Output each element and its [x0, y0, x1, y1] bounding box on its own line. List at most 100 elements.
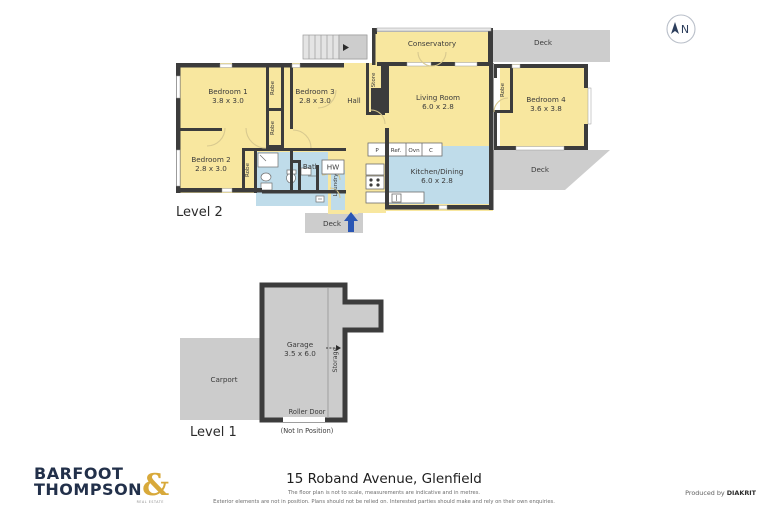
- door-bed1: [206, 127, 226, 147]
- wall-bed4-left-2: [494, 112, 497, 148]
- wall-living-right-1: [489, 63, 494, 151]
- wall-bed4-bottom-2: [564, 146, 588, 150]
- window-bed3-top: [291, 63, 301, 68]
- label-roller-door: Roller Door: [289, 408, 326, 416]
- deck-areas: [305, 30, 610, 233]
- level-1-note: (Not In Position): [281, 427, 334, 435]
- entry-arrow-shape: [344, 212, 358, 232]
- window-conservatory-2: [454, 62, 478, 67]
- wall-robe-1-left: [266, 67, 269, 111]
- label-storage: Storage: [331, 347, 339, 372]
- level-2-caption: Level 2: [176, 205, 223, 220]
- window-bed1-left: [176, 75, 181, 99]
- window-bed4-bottom: [515, 146, 565, 151]
- room-label-hall: Hall: [347, 97, 360, 105]
- carport-area: [180, 338, 268, 420]
- wall-store-left: [366, 63, 369, 115]
- wall-bath-bottom: [262, 190, 326, 194]
- wall-laundry-bottom: [326, 190, 346, 194]
- room-label-conservatory: Conservatory: [408, 39, 457, 48]
- bathroom-fixtures: [257, 152, 325, 203]
- cooktop-burner-1: [369, 178, 373, 182]
- wall-bottom-left-2: [232, 188, 262, 193]
- wall-bath-top: [242, 148, 346, 151]
- wall-robe-2-left: [266, 108, 269, 148]
- cooktop-unit: [365, 175, 385, 190]
- wall-hall-left: [290, 67, 293, 129]
- wall-bed1-bed2: [180, 128, 222, 131]
- window-bed4-top: [511, 64, 521, 69]
- room-label-bedroom-2: Bedroom 2: [191, 155, 230, 164]
- wall-bath-mid-top: [290, 160, 301, 163]
- room-dims-garage: 3.5 x 6.0: [284, 349, 316, 358]
- wall-top-1: [176, 63, 220, 68]
- door-bed3: [245, 127, 267, 149]
- door-hall-2: [292, 129, 312, 149]
- shower-tray: [257, 152, 279, 168]
- label-deck-entry: Deck: [323, 219, 342, 228]
- wall-robe-1-right: [281, 67, 284, 111]
- window-bed4-right: [587, 87, 592, 125]
- wall-robe4-right: [510, 68, 513, 112]
- kitchen-bench-left: [365, 163, 385, 176]
- kitchen-unit-cupboard: C: [429, 148, 433, 154]
- wall-bed4-right-1: [584, 64, 588, 88]
- compass-needle-icon: [671, 22, 679, 34]
- room-label-bath: Bath: [303, 163, 319, 171]
- hot-water-label: HW: [327, 163, 340, 172]
- label-robe-bed1-upper: Robe: [270, 80, 276, 95]
- wall-bed2-right: [242, 148, 245, 192]
- window-openings: [176, 27, 592, 210]
- cooktop-burner-2: [376, 178, 380, 182]
- wall-cons-bottom-1: [377, 62, 407, 66]
- room-dims-bedroom-4: 3.6 x 3.8: [530, 104, 562, 113]
- entry-arrow: [344, 212, 358, 232]
- room-label-garage: Garage: [287, 340, 314, 349]
- brand-tagline: REAL ESTATE: [136, 500, 164, 504]
- kitchen-unit-fridge: Ref.: [391, 148, 402, 154]
- door-bed4: [493, 97, 509, 113]
- door-living: [370, 109, 386, 125]
- room-label-carport: Carport: [210, 375, 237, 384]
- brand-line-2: THOMPSON: [34, 480, 143, 499]
- level-2-plan: Bedroom 1 3.8 x 3.0 Bedroom 3 2.8 x 3.0 …: [176, 27, 610, 233]
- brand-ampersand: &: [142, 468, 170, 503]
- level-2-labels: Bedroom 1 3.8 x 3.0 Bedroom 3 2.8 x 3.0 …: [191, 39, 566, 185]
- staircase: [302, 34, 368, 60]
- wall-bed4-right-2: [584, 124, 588, 150]
- wall-left-pier: [176, 100, 181, 114]
- door-laundry-2: [329, 187, 341, 199]
- wall-robe-2-bottom: [266, 145, 284, 148]
- room-label-bedroom-1: Bedroom 1: [208, 87, 247, 96]
- room-dims-bedroom-1: 3.8 x 3.0: [212, 96, 244, 105]
- room-label-bedroom-4: Bedroom 4: [526, 95, 566, 104]
- label-robe-bed4: Robe: [500, 82, 506, 97]
- room-label-bedroom-3: Bedroom 3: [295, 87, 334, 96]
- wall-cons-bottom-2: [431, 62, 455, 66]
- room-label-kitchen-dining: Kitchen/Dining: [411, 167, 464, 176]
- fill-conservatory: [375, 32, 493, 66]
- deck-north: [493, 30, 610, 62]
- wall-robe-2-right: [281, 111, 284, 148]
- label-robe-bed3: Robe: [270, 120, 276, 135]
- wall-bed4-top-2: [520, 64, 588, 68]
- brand-line-1: BARFOOT: [34, 464, 124, 483]
- room-label-living-room: Living Room: [416, 93, 460, 102]
- produced-by-brand: DIAKRIT: [726, 489, 756, 497]
- door-cons-left: [417, 51, 433, 67]
- window-bed2-bottom: [221, 188, 233, 193]
- wall-cons-bottom-3: [477, 62, 493, 66]
- door-hall-1: [317, 89, 337, 109]
- wall-bottom-left-1: [176, 188, 222, 193]
- wall-living-left-1: [385, 63, 389, 113]
- wall-top-2: [232, 63, 292, 68]
- room-dims-bedroom-2: 2.8 x 3.0: [195, 164, 227, 173]
- produced-by: Produced by DIAKRIT: [685, 489, 756, 497]
- wall-robe3-right: [254, 148, 257, 193]
- roller-door-opening: [283, 417, 325, 422]
- fill-bedroom4: [500, 64, 588, 150]
- label-deck-south: Deck: [531, 165, 550, 174]
- window-conservatory-top: [376, 27, 492, 32]
- shower-head: [259, 154, 267, 162]
